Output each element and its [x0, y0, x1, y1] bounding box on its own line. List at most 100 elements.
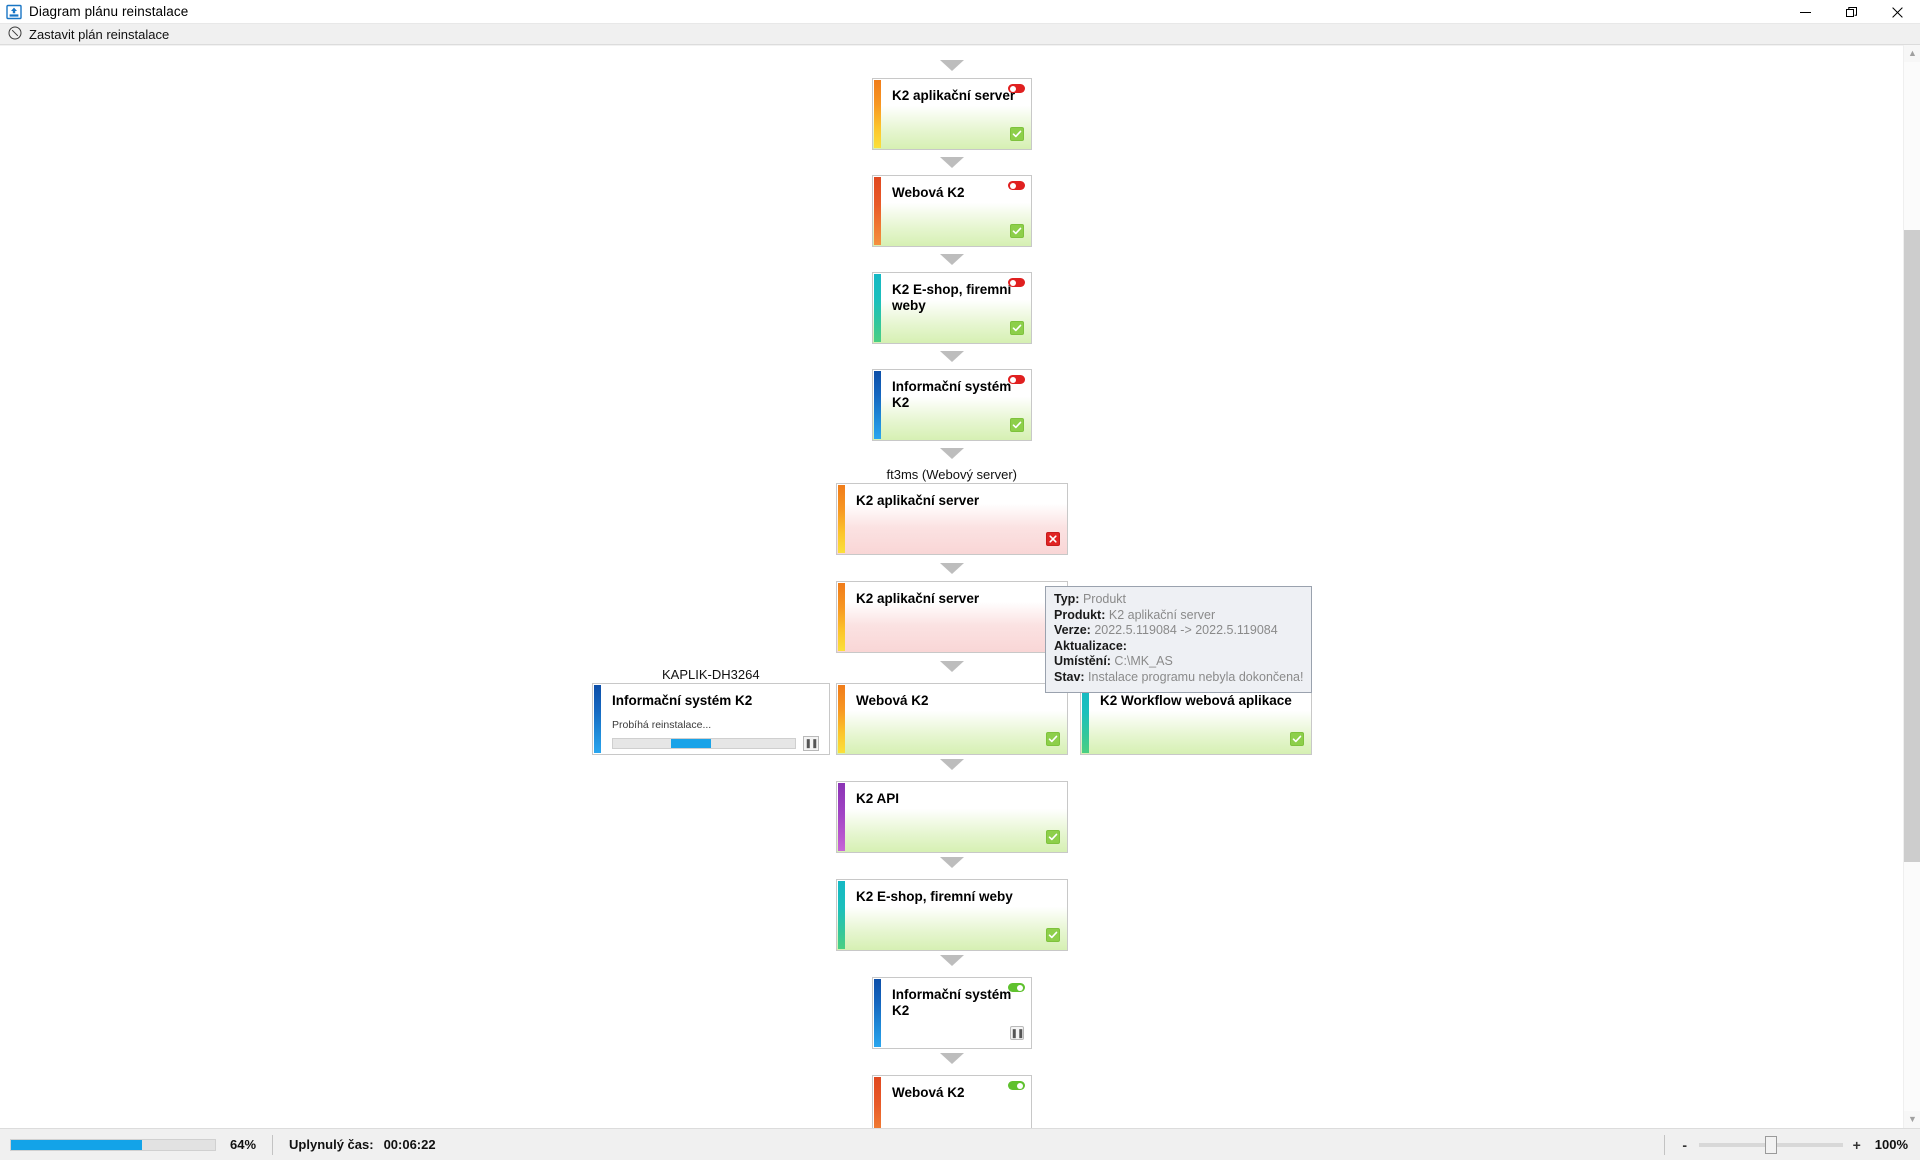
app-diagram-icon — [6, 4, 22, 20]
node-title: Informační systém K2 — [612, 693, 819, 709]
tooltip-row: Typ: Produkt — [1054, 592, 1303, 608]
node-pause-button[interactable]: ❚❚ — [1010, 1026, 1024, 1040]
node-accent-bar — [874, 1077, 881, 1128]
node-body: Informační systém K2 Probíhá reinstalace.… — [602, 684, 829, 754]
tooltip-row: Verze: 2022.5.119084 -> 2022.5.119084 — [1054, 623, 1303, 639]
scrollbar-track[interactable] — [1904, 62, 1920, 1111]
connector-arrow — [940, 351, 964, 362]
diagram-node[interactable]: Webová K2 — [872, 1075, 1032, 1128]
zoom-in-button[interactable]: + — [1851, 1137, 1863, 1153]
diagram-node[interactable]: Informační systém K2❚❚ — [872, 977, 1032, 1049]
node-body: K2 API — [846, 782, 1067, 852]
connector-arrow — [940, 448, 964, 459]
tooltip-row-value: K2 aplikační server — [1105, 608, 1215, 622]
connector-arrow — [940, 563, 964, 574]
node-enable-toggle[interactable] — [1008, 1081, 1025, 1090]
zoom-out-button[interactable]: - — [1679, 1137, 1691, 1153]
toggle-knob — [1017, 985, 1023, 991]
node-accent-bar — [838, 485, 845, 553]
stop-reinstall-plan-label: Zastavit plán reinstalace — [29, 27, 169, 42]
diagram-node[interactable]: K2 aplikační server — [872, 78, 1032, 150]
chevron-up-icon: ▲ — [1908, 49, 1917, 58]
close-button[interactable] — [1874, 0, 1920, 24]
zoom-slider[interactable] — [1699, 1143, 1843, 1147]
diagram-node[interactable]: Informační systém K2 Probíhá reinstalace.… — [592, 683, 830, 755]
toggle-knob — [1010, 280, 1016, 286]
node-body: K2 aplikační server — [846, 582, 1067, 652]
status-bar: 64% Uplynulý čas: 00:06:22 - + 100% — [0, 1128, 1920, 1160]
zoom-level-value: 100% — [1875, 1137, 1908, 1152]
diagram-node[interactable]: Informační systém K2 — [872, 369, 1032, 441]
window-controls — [1782, 0, 1920, 24]
vertical-scrollbar[interactable]: ▲ ▼ — [1903, 45, 1920, 1128]
tooltip-row: Umístění: C:\MK_AS — [1054, 654, 1303, 670]
scrollbar-thumb[interactable] — [1904, 230, 1920, 862]
node-title: K2 API — [856, 791, 1057, 807]
zoom-slider-thumb[interactable] — [1765, 1136, 1777, 1154]
diagram-node[interactable]: K2 API — [836, 781, 1068, 853]
node-body: K2 E-shop, firemní weby — [846, 880, 1067, 950]
node-status-ok-icon — [1010, 127, 1024, 141]
diagram-node[interactable]: K2 E-shop, firemní weby — [872, 272, 1032, 344]
chevron-down-icon: ▼ — [1908, 1115, 1917, 1124]
node-title: Informační systém K2 — [892, 379, 1021, 411]
status-separator — [272, 1135, 273, 1155]
tooltip-row-value: Instalace programu nebyla dokončena! — [1085, 670, 1304, 684]
toggle-knob — [1010, 183, 1016, 189]
node-enable-toggle[interactable] — [1008, 278, 1025, 287]
node-status-ok-icon — [1046, 830, 1060, 844]
scroll-down-button[interactable]: ▼ — [1904, 1111, 1920, 1128]
node-status-ok-icon — [1046, 732, 1060, 746]
node-title: K2 E-shop, firemní weby — [856, 889, 1057, 905]
node-enable-toggle[interactable] — [1008, 181, 1025, 190]
node-progress-row: ❚❚ — [612, 736, 819, 751]
tooltip-row: Produkt: K2 aplikační server — [1054, 608, 1303, 624]
tooltip-row-label: Stav: — [1054, 670, 1085, 684]
diagram-node[interactable]: Webová K2 — [836, 683, 1068, 755]
node-accent-bar — [874, 274, 881, 342]
node-title: Webová K2 — [892, 1085, 1021, 1101]
diagram-node[interactable]: K2 aplikační server — [836, 483, 1068, 555]
node-accent-bar — [874, 80, 881, 148]
scroll-up-button[interactable]: ▲ — [1904, 45, 1920, 62]
connector-arrow — [940, 759, 964, 770]
stop-reinstall-plan-button[interactable]: Zastavit plán reinstalace — [6, 25, 175, 44]
elapsed-time-value: 00:06:22 — [384, 1137, 436, 1152]
node-title: K2 aplikační server — [856, 493, 1057, 509]
node-enable-toggle[interactable] — [1008, 84, 1025, 93]
tooltip-row-label: Aktualizace: — [1054, 639, 1127, 653]
tooltip-row: Stav: Instalace programu nebyla dokončen… — [1054, 670, 1303, 686]
diagram-node[interactable]: K2 E-shop, firemní weby — [836, 879, 1068, 951]
node-accent-bar — [874, 371, 881, 439]
node-accent-bar — [838, 685, 845, 753]
connector-arrow — [940, 1053, 964, 1064]
node-pause-button[interactable]: ❚❚ — [803, 736, 819, 751]
window-titlebar: Diagram plánu reinstalace — [0, 0, 1920, 24]
command-bar: Zastavit plán reinstalace — [0, 24, 1920, 45]
node-progress-fill — [671, 739, 711, 748]
node-status-ok-icon — [1010, 321, 1024, 335]
node-title: K2 aplikační server — [856, 591, 1057, 607]
diagram-node[interactable]: Webová K2 — [872, 175, 1032, 247]
tooltip-row-label: Umístění: — [1054, 654, 1111, 668]
node-body: K2 Workflow webová aplikace — [1090, 684, 1311, 754]
node-enable-toggle[interactable] — [1008, 983, 1025, 992]
machine-group-label: ft3ms (Webový server) — [887, 467, 1018, 482]
node-status-ok-icon — [1010, 418, 1024, 432]
diagram-node[interactable]: K2 aplikační server — [836, 581, 1068, 653]
tooltip-row-value: Produkt — [1079, 592, 1126, 606]
node-accent-bar — [1082, 685, 1089, 753]
node-status-ok-icon — [1046, 928, 1060, 942]
maximize-restore-button[interactable] — [1828, 0, 1874, 24]
node-accent-bar — [838, 583, 845, 651]
node-accent-bar — [594, 685, 601, 753]
tooltip-row-label: Typ: — [1054, 592, 1079, 606]
zoom-control: - + 100% — [1664, 1129, 1920, 1161]
node-progress-text: Probíhá reinstalace... — [612, 719, 819, 731]
diagram-node[interactable]: K2 Workflow webová aplikace — [1080, 683, 1312, 755]
node-enable-toggle[interactable] — [1008, 375, 1025, 384]
minimize-button[interactable] — [1782, 0, 1828, 24]
tooltip-row-value: 2022.5.119084 -> 2022.5.119084 — [1091, 623, 1278, 637]
